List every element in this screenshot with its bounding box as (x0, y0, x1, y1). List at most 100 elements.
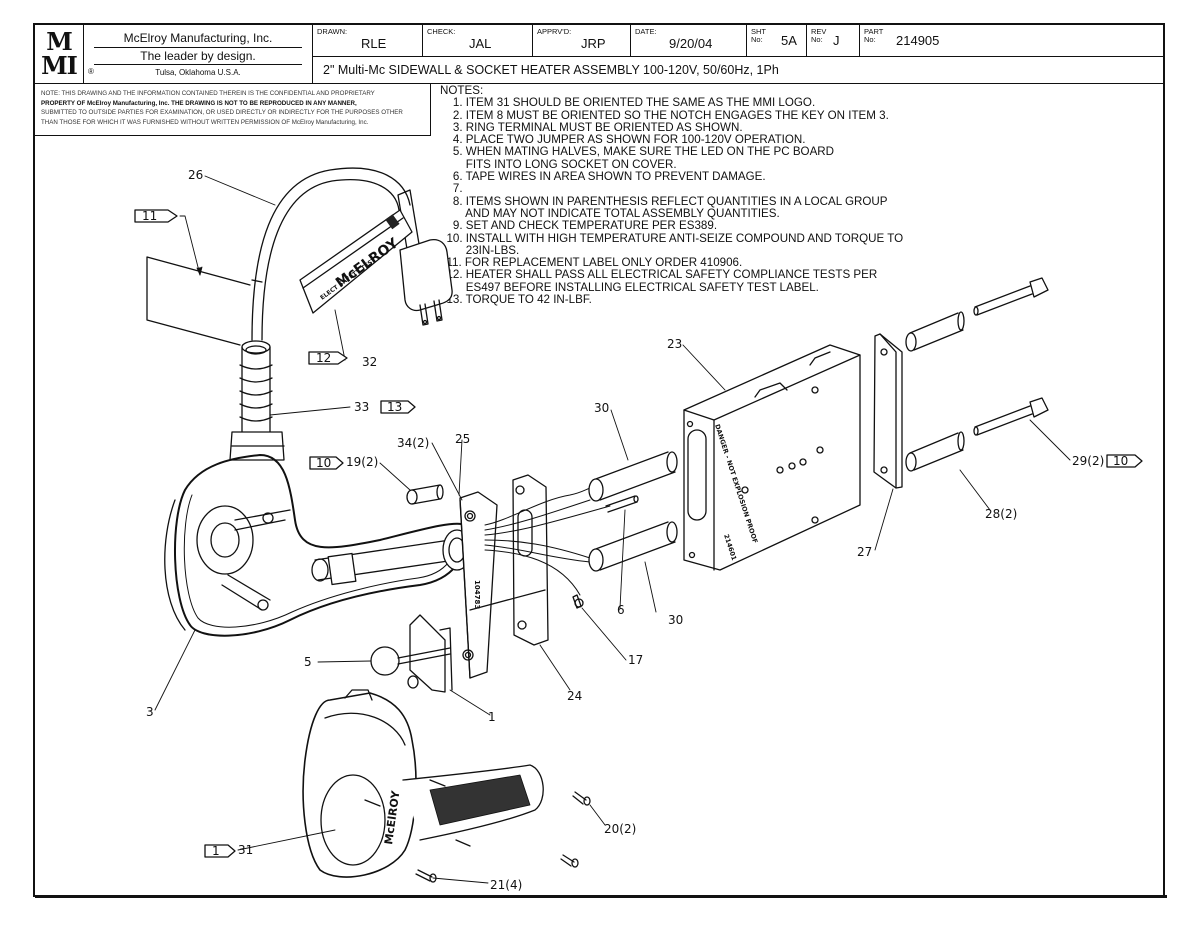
drawing-title-row: 2" Multi-Mc SIDEWALL & SOCKET HEATER ASS… (313, 57, 1163, 83)
plate-25: 104783 (459, 491, 498, 679)
svg-text:1: 1 (212, 844, 220, 858)
bolt-29-lower (973, 397, 1049, 436)
date-label: DATE: (635, 27, 657, 36)
ring-terminal-17 (572, 594, 584, 609)
notes-heading: NOTES: (440, 84, 484, 97)
thermocouple-6 (605, 495, 639, 513)
approved-value: JRP (581, 36, 606, 51)
heater-housing (164, 454, 472, 637)
title-block: M MI McElroy Manufacturing, Inc. The lea… (35, 25, 1163, 83)
note-flag-12: 12 (308, 351, 348, 365)
drawing-sheet: M MI McElroy Manufacturing, Inc. The lea… (33, 23, 1165, 897)
bolt-29-upper (973, 277, 1049, 316)
note-line: 4. PLACE TWO JUMPER AS SHOWN FOR 100-120… (440, 133, 806, 147)
logo-top: M (46, 27, 73, 56)
sheet-field: SHT No: 5A (747, 25, 807, 56)
note-line: 8. ITEMS SHOWN IN PARENTHESIS REFLECT QU… (440, 194, 888, 208)
item-29-label: 29(2) (1072, 454, 1104, 468)
item-34-label: 34(2) (397, 436, 429, 450)
item-23-label: 23 (667, 337, 682, 351)
part-field: PART No: 214905 (860, 25, 1163, 56)
disclaimer-line: THAN THOSE FOR WHICH IT WAS FURNISHED WI… (41, 118, 369, 126)
item-30-upper-label: 30 (594, 401, 609, 415)
item-31-label: 31 (238, 843, 253, 857)
cartridge-heater-upper (588, 451, 678, 502)
safety-test-label: McELROY ELECT SAFETY TEST (299, 209, 413, 314)
svg-text:12: 12 (316, 351, 331, 365)
check-field: CHECK: JAL (423, 25, 533, 56)
note-line: 23IN-LBS. (440, 243, 520, 257)
item-26-label: 26 (188, 168, 203, 182)
drawn-field: DRAWN: RLE (313, 25, 423, 56)
item-1-label: 1 (488, 710, 496, 724)
approved-label: APPRV'D: (537, 27, 572, 36)
item-6-label: 6 (617, 603, 625, 617)
item-25-label: 25 (455, 432, 470, 446)
screw-21 (415, 869, 437, 883)
item-5-label: 5 (304, 655, 312, 669)
heater-block: DANGER - NOT EXPLOSION PROOF 214601 (683, 344, 861, 571)
item-17-label: 17 (628, 653, 643, 667)
title-block-divider (35, 83, 1163, 84)
svg-text:10: 10 (316, 456, 331, 470)
logo-bottom: MI (41, 51, 78, 80)
note-line: 1. ITEM 31 SHOULD BE ORIENTED THE SAME A… (440, 96, 816, 110)
date-value: 9/20/04 (669, 36, 713, 51)
bracket-1 (407, 614, 453, 693)
note-line: 13. TORQUE TO 42 IN-LBF. (440, 293, 592, 307)
date-field: DATE: 9/20/04 (631, 25, 747, 56)
vent-grid (429, 774, 531, 826)
company-motto: The leader by design. (94, 49, 302, 65)
screw-20-lower (560, 854, 579, 868)
rev-field: REV No: J (807, 25, 860, 56)
screw-20-upper (572, 791, 591, 806)
cartridge-heater-lower (588, 521, 678, 572)
note-flag-10-left: 10 (309, 456, 344, 470)
confidentiality-notice: NOTE: THIS DRAWING AND THE INFORMATION C… (35, 84, 431, 136)
note-line: 5. WHEN MATING HALVES, MAKE SURE THE LED… (440, 145, 835, 159)
strain-relief (229, 340, 285, 461)
note-line: 6. TAPE WIRES IN AREA SHOWN TO PREVENT D… (440, 170, 766, 184)
note-line: ES497 BEFORE INSTALLING ELECTRICAL SAFET… (440, 280, 819, 294)
item-27-label: 27 (857, 545, 872, 559)
plate-27 (873, 333, 903, 489)
approved-field: APPRV'D: JRP (533, 25, 631, 56)
note-line: 7. (440, 182, 463, 196)
check-value: JAL (469, 36, 492, 51)
heater-wires (484, 487, 611, 596)
note-flag-13: 13 (380, 400, 416, 414)
item-3-label: 3 (146, 705, 154, 719)
leader-lines (154, 175, 1071, 884)
rev-label: REV No: (811, 27, 827, 44)
item-28-label: 28(2) (985, 507, 1017, 521)
item-24-label: 24 (567, 689, 582, 703)
note-line: FITS INTO LONG SOCKET ON COVER. (440, 157, 677, 171)
item-32-label: 32 (362, 355, 377, 369)
knob-5 (370, 646, 451, 676)
company-location: Tulsa, Oklahoma U.S.A. (155, 68, 241, 77)
rev-value: J (833, 33, 840, 48)
disclaimer-line: PROPERTY OF McElroy Manufacturing, Inc. … (41, 99, 357, 107)
note-line: 11. FOR REPLACEMENT LABEL ONLY ORDER 410… (440, 256, 743, 270)
svg-text:11: 11 (142, 209, 157, 223)
note-flag-11: 11 (134, 209, 178, 223)
svg-text:10: 10 (1113, 454, 1128, 468)
spacer-28-lower (905, 431, 965, 472)
registered-mark-icon: ® (88, 67, 94, 76)
item-30-lower-label: 30 (668, 613, 683, 627)
note-flag-10-right: 10 (1106, 454, 1143, 468)
item-33-label: 33 (354, 400, 369, 414)
note-line: AND MAY NOT INDICATE TOTAL ASSEMBLY QUAN… (440, 206, 780, 220)
note-line: 9. SET AND CHECK TEMPERATURE PER ES389. (440, 219, 718, 233)
part-value: 214905 (896, 33, 940, 48)
heater-cover: McElROY (302, 689, 544, 878)
title-block-fields: DRAWN: RLE CHECK: JAL APPRV'D: JRP DATE:… (313, 25, 1163, 57)
disclaimer-line: SUBMITTED TO OUTSIDE PARTIES FOR EXAMINA… (41, 109, 403, 117)
drawing-title: 2" Multi-Mc SIDEWALL & SOCKET HEATER ASS… (323, 63, 779, 77)
power-cord (251, 167, 411, 341)
note-line: 2. ITEM 8 MUST BE ORIENTED SO THE NOTCH … (440, 108, 889, 122)
spacer-28-upper (905, 311, 965, 352)
note-flags: 11 12 13 10 10 1 (134, 209, 1143, 858)
drawn-label: DRAWN: (317, 27, 348, 36)
note-flag-1: 1 (204, 844, 236, 858)
